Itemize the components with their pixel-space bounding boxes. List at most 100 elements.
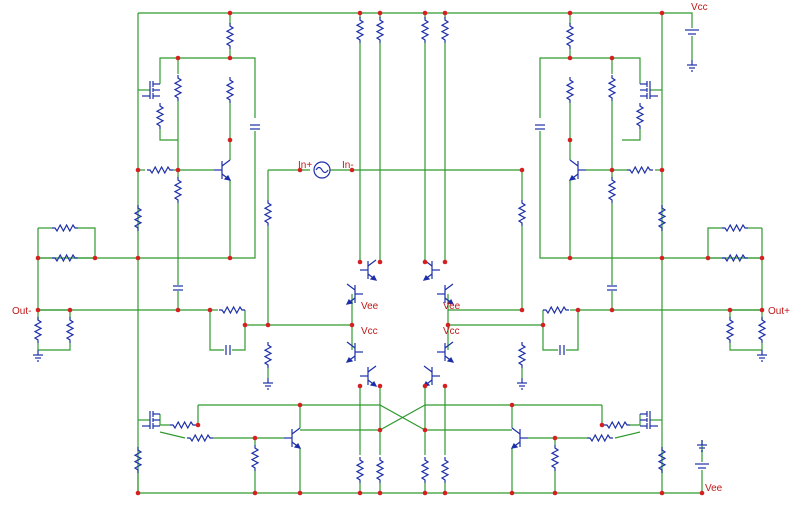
junction-node — [175, 55, 181, 61]
junction-node — [135, 490, 141, 496]
wire — [729, 343, 762, 351]
wire — [570, 57, 641, 84]
ground-icon — [687, 60, 697, 72]
ground-icon — [757, 350, 767, 362]
resistor-icon — [375, 17, 385, 43]
wire — [159, 431, 186, 439]
battery-icon — [685, 29, 699, 35]
wire — [612, 258, 763, 311]
wire — [78, 227, 96, 258]
junction-node — [195, 422, 201, 428]
resistor-icon — [657, 447, 667, 473]
resistor-icon — [517, 342, 527, 368]
junction-node — [227, 55, 233, 61]
mosfet-icon — [142, 411, 160, 429]
resistor-icon — [725, 317, 735, 343]
wire — [230, 131, 256, 259]
bjt-transistor-icon — [284, 427, 302, 449]
resistor-icon — [250, 445, 260, 471]
junction-node — [540, 322, 546, 328]
wire — [159, 414, 170, 426]
resistor-icon — [170, 420, 196, 430]
wire — [159, 57, 230, 84]
resistor-icon — [627, 165, 653, 175]
junction-node — [422, 427, 428, 433]
wire — [159, 129, 178, 141]
bjt-transistor-icon — [437, 341, 455, 363]
resistor-icon — [355, 17, 365, 43]
junction-node — [442, 383, 448, 389]
junction-node — [175, 307, 181, 313]
resistor-icon — [604, 420, 630, 430]
junction-node — [175, 167, 181, 173]
resistor-icon — [440, 17, 450, 43]
wire — [196, 405, 199, 426]
vcc-top-label: Vcc — [691, 2, 708, 13]
junction-node — [552, 435, 558, 441]
junction-node — [659, 10, 665, 16]
vee-right-stage-label: Vee — [443, 301, 461, 312]
junction-node — [659, 255, 665, 261]
bjt-transistor-icon — [345, 341, 363, 363]
junction-node — [759, 255, 765, 261]
capacitor-icon — [250, 124, 260, 130]
vcc-right-stage-label: Vcc — [443, 326, 460, 337]
wire — [601, 405, 604, 426]
junction-node — [509, 490, 515, 496]
out-minus-label: Out- — [12, 306, 31, 317]
resistor-icon — [722, 223, 748, 233]
ground-icon — [263, 378, 273, 390]
junction-node — [377, 259, 383, 265]
ground-icon — [517, 378, 527, 390]
components — [33, 17, 767, 483]
junction-node — [609, 307, 615, 313]
capacitor-icon — [535, 124, 545, 130]
junction-node — [659, 167, 665, 173]
junction-node — [567, 55, 573, 61]
wire — [566, 325, 579, 351]
junction-node — [67, 307, 73, 313]
bjt-transistor-icon — [437, 283, 455, 305]
wire — [38, 343, 71, 351]
ground-icon — [697, 440, 707, 452]
junction-node — [699, 490, 705, 496]
source-wave — [315, 166, 329, 174]
junction-node — [509, 402, 515, 408]
ground-icon — [33, 350, 43, 362]
resistor-icon — [263, 200, 273, 226]
junction-node — [609, 55, 615, 61]
capacitor-icon — [607, 285, 617, 291]
resistor-icon — [440, 457, 450, 483]
junction-node — [297, 167, 303, 173]
bjt-transistor-icon — [345, 283, 363, 305]
junction-node — [135, 255, 141, 261]
junction-node — [442, 259, 448, 265]
wire — [209, 325, 224, 351]
junction-node — [297, 490, 303, 496]
junction-node — [422, 259, 428, 265]
resistor-icon — [565, 23, 575, 49]
resistor-icon — [550, 445, 560, 471]
ac-voltage-source-icon — [313, 161, 331, 179]
in-plus-label: In+ — [298, 160, 312, 171]
junction-node — [252, 490, 258, 496]
vee-bottom-label: Vee — [705, 483, 723, 494]
junction-node — [599, 422, 605, 428]
junction-node — [227, 10, 233, 16]
junction-node — [35, 307, 41, 313]
resistor-icon — [657, 205, 667, 231]
resistor-icon — [587, 433, 613, 443]
junction-node — [357, 490, 363, 496]
resistor-icon — [219, 305, 245, 315]
junction-node — [519, 307, 525, 313]
bjt-transistor-icon — [422, 365, 440, 387]
resistor-icon — [607, 177, 617, 203]
wire — [38, 309, 71, 318]
wire — [729, 309, 762, 318]
wire — [230, 57, 256, 118]
resistor-icon — [420, 457, 430, 483]
junction-node — [357, 383, 363, 389]
capacitor-icon — [225, 345, 231, 355]
resistor-icon — [173, 75, 183, 101]
